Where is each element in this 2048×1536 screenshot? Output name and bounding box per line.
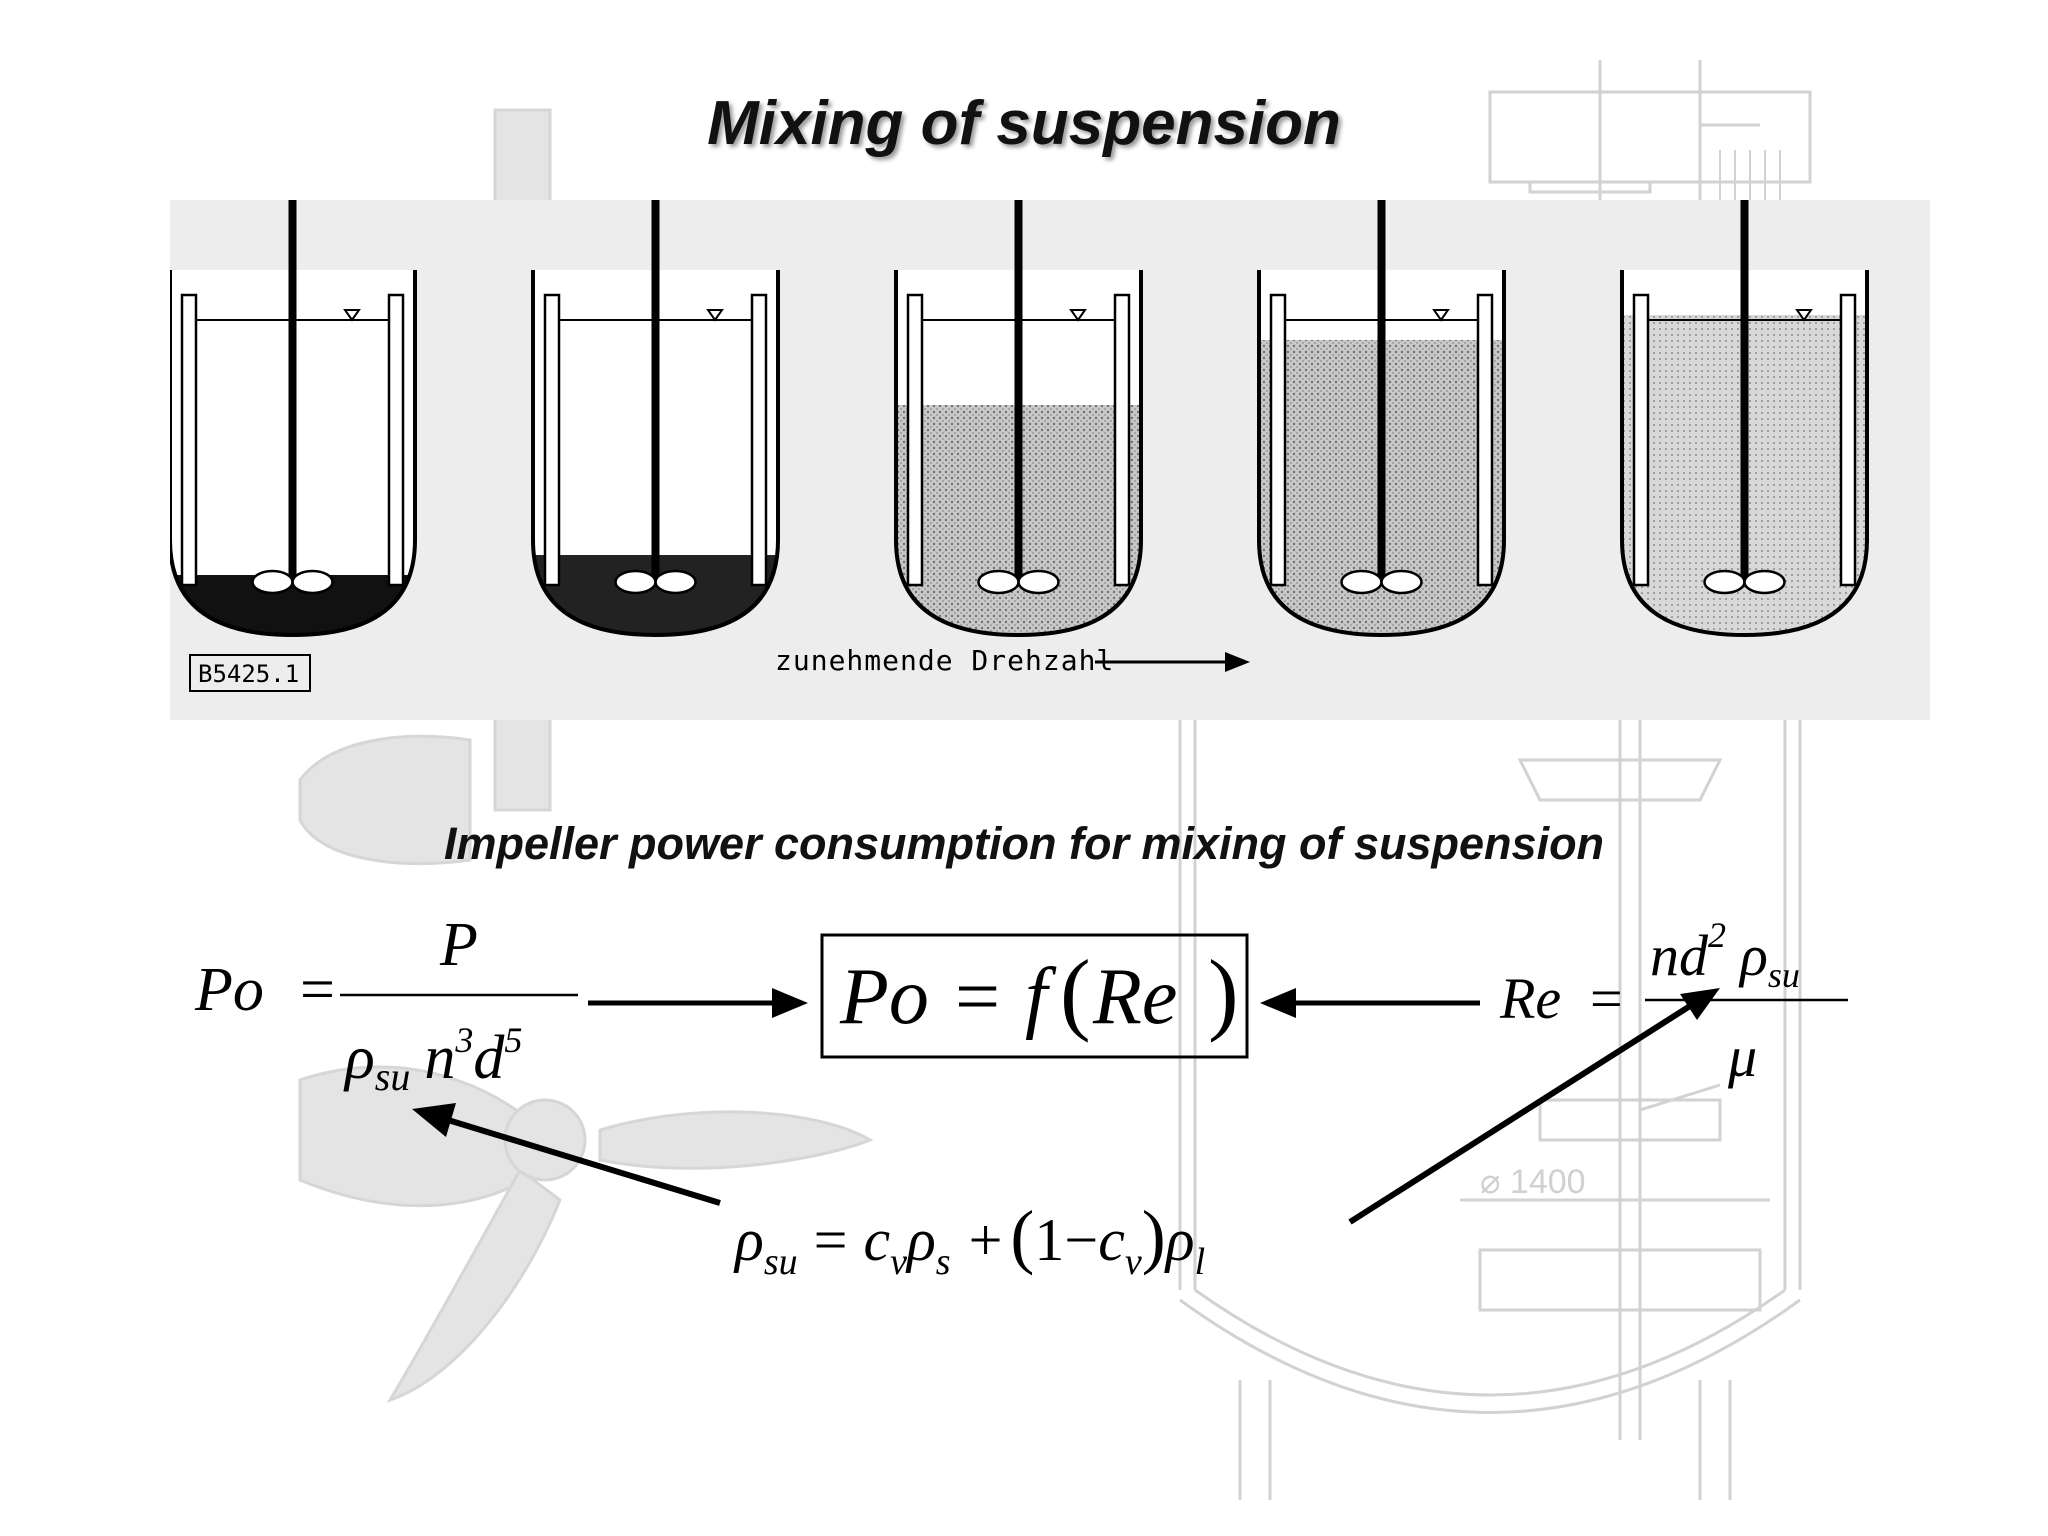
dimension-label: ⌀ 1400 (1480, 1163, 1586, 1201)
liquid-level-marker (343, 309, 361, 322)
vessel-baffle-left (180, 293, 198, 587)
re-denominator: μ (1727, 1024, 1757, 1089)
suspension-density-formula: ρsu=cvρs+(1−cv)ρl (733, 1196, 1205, 1283)
arrow-po-head (772, 988, 808, 1018)
impeller-blade-right (291, 569, 334, 595)
re-equals: = (1590, 966, 1623, 1031)
impeller-shaft (1014, 200, 1023, 580)
center-equals: = (955, 953, 1000, 1041)
center-po: Po (839, 953, 929, 1041)
slide-title: Mixing of suspension (707, 89, 1341, 158)
figure-code: B5425.1 (198, 660, 299, 688)
vessel-series (170, 200, 1869, 638)
impeller-blade-right (1743, 569, 1786, 595)
vessel-baffle-right (1839, 293, 1857, 587)
center-formula-box (820, 933, 1249, 1059)
arrow-density-re-head (1680, 988, 1720, 1020)
vessel-baffle-left (1632, 293, 1650, 587)
po-equals: = (300, 956, 335, 1024)
vessel-baffle-left (1269, 293, 1287, 587)
impeller-shaft (651, 200, 660, 580)
suspension-figure: B5425.1 zunehmende Drehzahl (170, 200, 1930, 720)
arrow-density-to-re (1348, 1003, 1692, 1225)
vessel-2 (531, 200, 780, 638)
po-numerator: P (439, 911, 478, 979)
impeller-shaft (288, 200, 297, 580)
arrow-density-to-po (447, 1117, 721, 1206)
impeller-blade-right (1380, 569, 1423, 595)
impeller-shaft (1740, 200, 1749, 580)
vessel-baffle-right (1476, 293, 1494, 587)
vessel-baffle-right (387, 293, 405, 587)
center-f: f (1025, 953, 1057, 1041)
center-paren-close: ) (1208, 941, 1239, 1043)
center-paren-open: ( (1060, 941, 1091, 1043)
liquid-level-marker (706, 309, 724, 322)
impeller-blade-right (1017, 569, 1060, 595)
axis-arrow-head (1225, 652, 1250, 672)
arrow-re-head (1260, 988, 1296, 1018)
vessel-wall (531, 270, 780, 638)
vessel-5 (1620, 200, 1869, 638)
vessel-wall (1620, 270, 1869, 638)
vessel-baffle-left (543, 293, 561, 587)
impeller-shaft (1377, 200, 1386, 580)
liquid-level-marker (1432, 309, 1450, 322)
vessel-baffle-right (750, 293, 768, 587)
vessel-baffle-left (906, 293, 924, 587)
vessel-wall (894, 270, 1143, 638)
top-right-drawing (1488, 60, 1812, 200)
vessel-4 (1257, 200, 1506, 638)
vessel-wall (1257, 270, 1506, 638)
liquid-level-marker (1069, 309, 1087, 322)
impeller-blade-right (654, 569, 697, 595)
re-lhs: Re (1499, 966, 1561, 1031)
section-subtitle: Impeller power consumption for mixing of… (443, 818, 1605, 869)
arrow-density-po-head (412, 1103, 456, 1137)
vessel-3 (894, 200, 1143, 638)
axis-caption: zunehmende Drehzahl (775, 644, 1114, 677)
figure-code-box (189, 654, 311, 692)
vessel-wall (170, 270, 417, 638)
center-re: Re (1092, 953, 1177, 1041)
po-lhs: Po (194, 956, 264, 1024)
vessel-baffle-right (1113, 293, 1131, 587)
liquid-level-marker (1795, 309, 1813, 322)
vessel-drawing-background (1178, 720, 1802, 1500)
